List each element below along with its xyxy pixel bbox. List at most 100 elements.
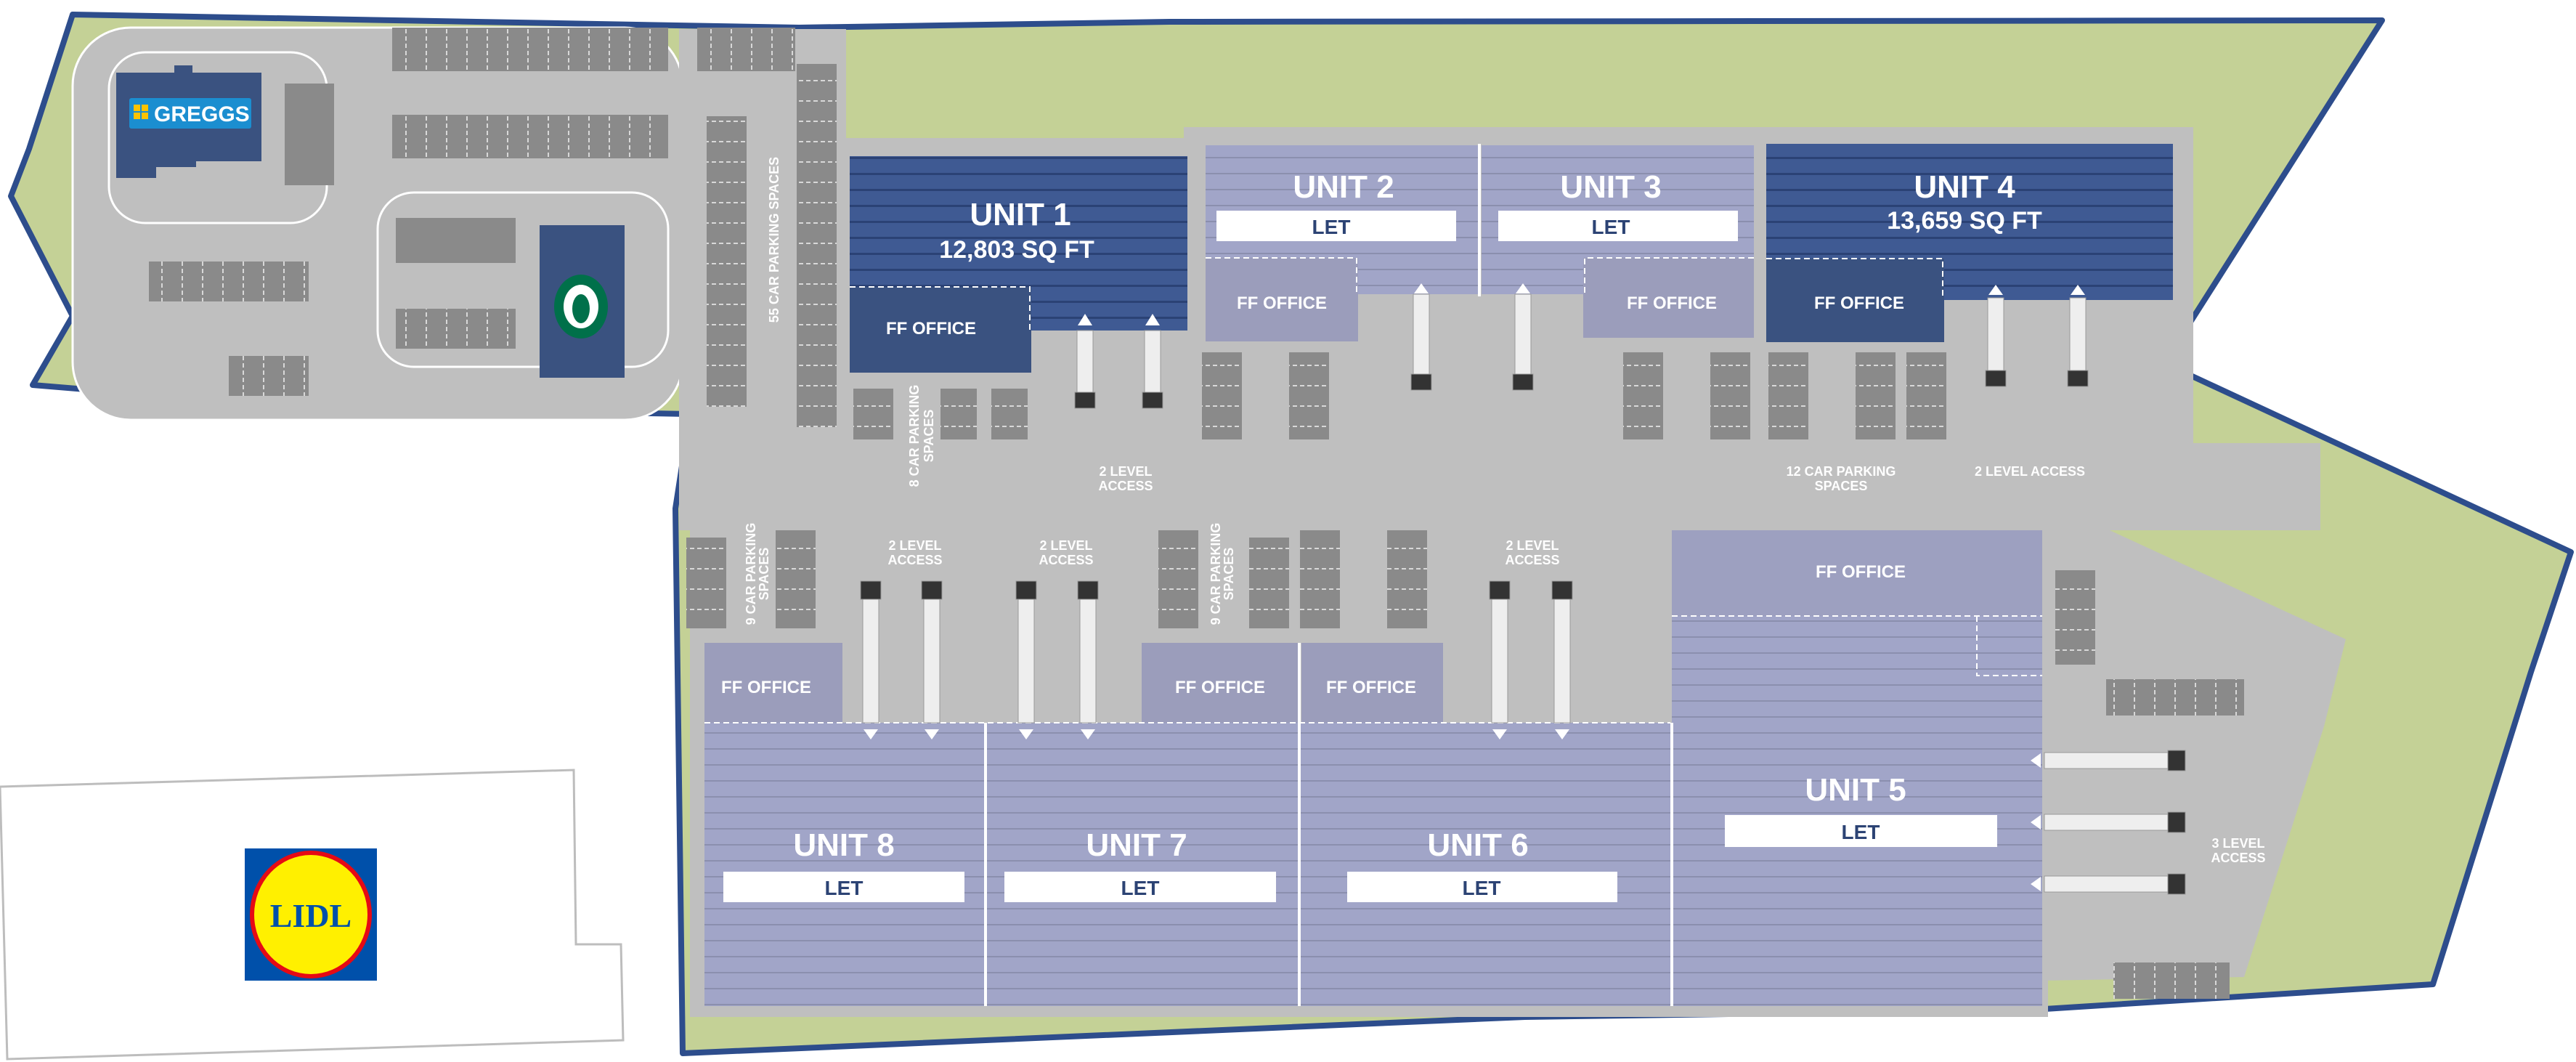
- loading-door-arrows: [864, 283, 2085, 891]
- unit-1-title: UNIT 1: [970, 197, 1070, 232]
- parking-9a-west: [686, 538, 726, 628]
- unit-1[interactable]: UNIT 1 12,803 SQ FT FF OFFICE: [850, 156, 1187, 373]
- unit-3-let-text: LET: [1592, 216, 1630, 238]
- access-label-unit5-line1: 3 LEVEL: [2211, 836, 2264, 851]
- unit-7[interactable]: FF OFFICE UNIT 7 LET: [986, 643, 1299, 1006]
- arrow-down-icon: [1019, 729, 1033, 739]
- truck-cab-icon: [860, 580, 882, 600]
- unit-8-let-text: LET: [825, 877, 864, 899]
- unit-8-let-badge: [723, 872, 964, 902]
- unit-7-office-label: FF OFFICE: [1175, 678, 1265, 697]
- truck-icon: [1144, 330, 1161, 397]
- unit-5[interactable]: FF OFFICE UNIT 5 LET: [1672, 530, 2042, 1006]
- truck-icon: [1079, 580, 1097, 723]
- unit-7-let-badge: [1004, 872, 1276, 902]
- parking-unit5-east: [2106, 679, 2244, 716]
- access-label-unit6-line2: ACCESS: [1505, 553, 1559, 567]
- greggs-logo-icon-d: [142, 113, 148, 119]
- parking-12-a: [1768, 352, 1808, 439]
- unit-4-office-label: FF OFFICE: [1814, 293, 1904, 313]
- unit-7-let-text: LET: [1121, 877, 1160, 899]
- access-label-unit5-line2: ACCESS: [2211, 851, 2265, 865]
- truck-icon: [1076, 330, 1094, 397]
- unit-1-size: 12,803 SQ FT: [939, 236, 1094, 264]
- parking-9a-east: [776, 530, 816, 628]
- greggs-logo-icon-b: [142, 105, 148, 111]
- unit-6-office: [1301, 643, 1443, 723]
- parking-12-label-line1: 12 CAR PARKING: [1787, 464, 1896, 479]
- truck-cab-icon: [2167, 811, 2186, 833]
- unit-5-office: [1672, 530, 2042, 616]
- arrow-up-icon: [1516, 283, 1530, 293]
- access-label-north-line2: ACCESS: [1098, 479, 1153, 493]
- access-label-unit7-line2: ACCESS: [1039, 553, 1093, 567]
- unit-8-office-label: FF OFFICE: [721, 678, 811, 697]
- truck-cab-icon: [1985, 370, 2007, 387]
- unit-6-let-badge: [1347, 872, 1617, 902]
- parking-unit3-a: [1623, 352, 1663, 439]
- truck-icon: [862, 580, 879, 723]
- unit-8-warehouse: [704, 723, 984, 1006]
- unit-5-office-label: FF OFFICE: [1816, 562, 1906, 582]
- unit-3-office-outline: [1584, 257, 1754, 294]
- parking-9b-d: [1387, 530, 1427, 628]
- truck-icon: [923, 580, 940, 723]
- truck-icon: [1491, 580, 1508, 723]
- lidl-logo-text: LIDL: [270, 897, 352, 934]
- unit-3-let-badge: [1498, 211, 1738, 241]
- unit-5-let-badge: [1725, 815, 1997, 847]
- starbucks-logo-siren: [572, 294, 590, 323]
- parking-9a-label-line1: 9 CAR PARKING: [744, 523, 758, 625]
- unit-2[interactable]: UNIT 2 LET FF OFFICE: [1206, 145, 1478, 341]
- truck-cab-icon: [1512, 373, 1534, 391]
- truck-icon: [2044, 814, 2176, 831]
- lidl-logo-disc: [254, 855, 367, 974]
- unit-8[interactable]: FF OFFICE UNIT 8 LET: [704, 643, 984, 1006]
- truck-icon: [2044, 875, 2176, 893]
- arrow-up-icon: [1078, 314, 1092, 325]
- greggs-logo: [129, 98, 251, 129]
- arrow-down-icon: [1081, 729, 1095, 739]
- truck-cab-icon: [1142, 392, 1163, 409]
- unit-1-office-label: FF OFFICE: [886, 319, 976, 339]
- arrow-down-icon: [1555, 729, 1569, 739]
- parking-9a-label-line2: SPACES: [757, 548, 771, 601]
- unit-2-let-text: LET: [1312, 216, 1351, 238]
- parking-12-c: [1906, 352, 1946, 439]
- unit-3-office-label: FF OFFICE: [1627, 293, 1717, 313]
- unit-4-title: UNIT 4: [1914, 169, 2015, 205]
- greggs-logo-icon: [134, 105, 140, 111]
- truck-cab-icon: [2167, 873, 2186, 895]
- unit-3[interactable]: UNIT 3 LET FF OFFICE: [1482, 145, 1754, 338]
- parking-9b-label-line1: 9 CAR PARKING: [1208, 523, 1223, 625]
- unit-4[interactable]: UNIT 4 13,659 SQ FT FF OFFICE: [1766, 144, 2173, 342]
- parking-12-label-line2: SPACES: [1815, 479, 1868, 493]
- lidl-logo: LIDL: [245, 848, 377, 981]
- unit-1-office-outline: [850, 286, 1031, 331]
- truck-icon: [1553, 580, 1571, 723]
- arrow-left-icon: [2031, 877, 2041, 891]
- truck-icon: [2069, 297, 2087, 371]
- truck-icon: [1514, 293, 1532, 375]
- parking-mid-row: [392, 115, 668, 158]
- parking-8-c: [991, 389, 1028, 439]
- unit-3-office: [1583, 258, 1754, 338]
- truck-icon: [1413, 293, 1430, 375]
- unit-6[interactable]: FF OFFICE UNIT 6 LET: [1300, 643, 1670, 1006]
- parking-55-east-column: [797, 64, 837, 427]
- arrow-up-icon: [1988, 285, 2003, 295]
- arrow-down-icon: [925, 729, 939, 739]
- parking-8-label-line2: SPACES: [922, 410, 936, 463]
- parking-unit2-b: [1289, 352, 1329, 439]
- truck-cab-icon: [921, 580, 943, 600]
- unit-7-title: UNIT 7: [1086, 827, 1187, 863]
- unit-7-office: [1142, 643, 1298, 723]
- parking-unit5-north: [2055, 570, 2095, 665]
- truck-cab-icon: [1074, 392, 1096, 409]
- unit-4-office-outline: [1766, 258, 1943, 298]
- unit-5-office-outline: [1672, 615, 2042, 676]
- truck-icon: [2044, 752, 2176, 769]
- unit-2-let-badge: [1216, 211, 1456, 241]
- parking-accessible-greggs: [285, 84, 334, 185]
- parking-55-west-column: [707, 116, 747, 407]
